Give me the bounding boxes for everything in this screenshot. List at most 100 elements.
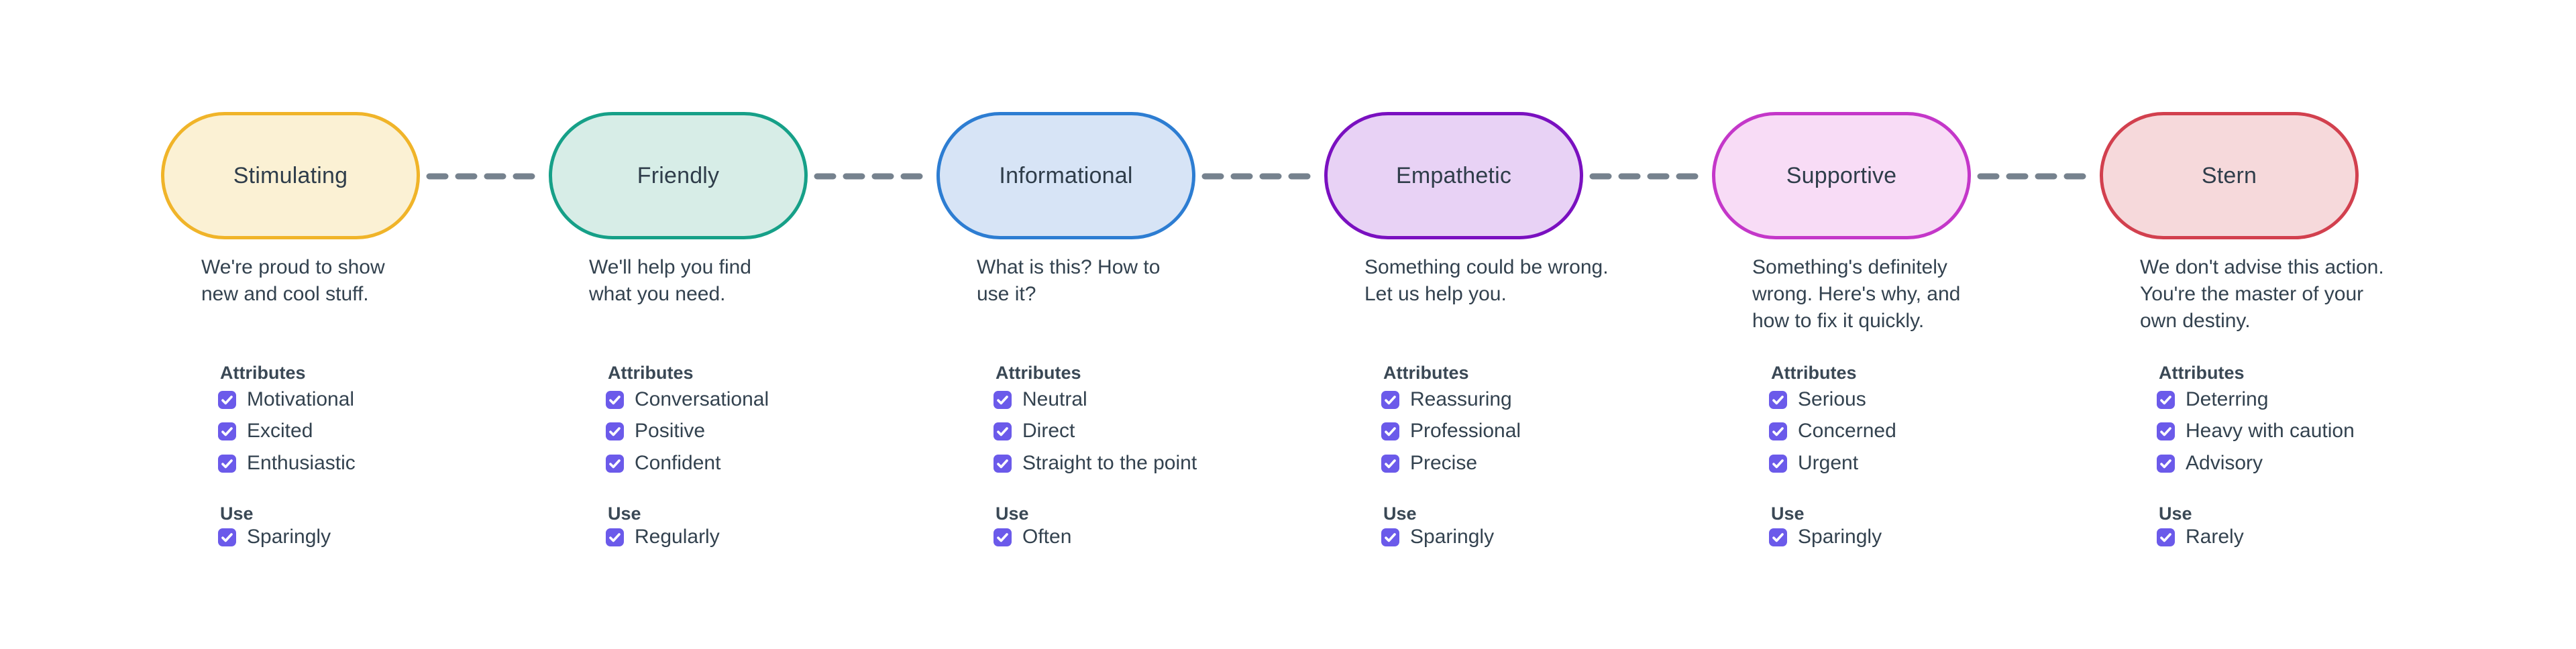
checkbox-checked-icon[interactable] (1381, 454, 1399, 473)
use-checkbox-row[interactable]: Rarely (2157, 526, 2244, 548)
attribute-label: Concerned (1798, 420, 1896, 442)
attribute-checkbox-row[interactable]: Reassuring (1381, 388, 1512, 411)
tone-column-supportive: Supportive Something's definitely wrong.… (1712, 112, 2100, 622)
attribute-checkbox-row[interactable]: Direct (994, 420, 1075, 442)
attribute-checkbox-row[interactable]: Deterring (2157, 388, 2268, 411)
attribute-label: Positive (635, 420, 706, 442)
attribute-checkbox-row[interactable]: Serious (1769, 388, 1866, 411)
checkbox-checked-icon[interactable] (218, 390, 236, 409)
use-label: Sparingly (1410, 526, 1495, 548)
attribute-label: Precise (1410, 452, 1478, 474)
node-description: What is this? How to use it? (977, 256, 1161, 305)
checkbox-checked-icon[interactable] (2157, 454, 2175, 473)
node-pill-stimulating: Stimulating (161, 112, 420, 239)
connector-dashed-line (426, 173, 543, 180)
attribute-checkbox-row[interactable]: Concerned (1769, 420, 1896, 442)
use-checkbox-row[interactable]: Regularly (606, 526, 720, 548)
attribute-label: Advisory (2186, 452, 2263, 474)
checkbox-checked-icon[interactable] (994, 454, 1012, 473)
checkbox-checked-icon[interactable] (1769, 528, 1787, 546)
attributes-header: Attributes (1383, 363, 1469, 383)
use-label: Rarely (2186, 526, 2244, 548)
checkbox-checked-icon[interactable] (2157, 422, 2175, 440)
tone-column-informational: Informational What is this? How to use i… (936, 112, 1324, 622)
node-title: Informational (999, 162, 1133, 188)
node-title: Supportive (1786, 162, 1897, 188)
attribute-checkbox-row[interactable]: Confident (606, 452, 720, 475)
use-label: Often (1022, 526, 1072, 548)
node-description: We'll help you find what you need. (589, 256, 751, 305)
checkbox-checked-icon[interactable] (1769, 454, 1787, 473)
attribute-checkbox-row[interactable]: Motivational (218, 388, 354, 411)
attribute-checkbox-row[interactable]: Professional (1381, 420, 1521, 442)
connector-dashed-line (814, 173, 930, 180)
use-label: Sparingly (247, 526, 331, 548)
checkbox-checked-icon[interactable] (218, 422, 236, 440)
checkbox-checked-icon[interactable] (218, 528, 236, 546)
use-header: Use (1771, 504, 1805, 524)
node-pill-supportive: Supportive (1712, 112, 1971, 239)
tone-column-friendly: Friendly We'll help you find what you ne… (549, 112, 936, 622)
attribute-checkbox-row[interactable]: Urgent (1769, 452, 1858, 475)
use-checkbox-row[interactable]: Sparingly (1769, 526, 1882, 548)
attribute-checkbox-row[interactable]: Neutral (994, 388, 1087, 411)
attribute-label: Motivational (247, 388, 355, 410)
node-pill-friendly: Friendly (549, 112, 808, 239)
use-header: Use (1383, 504, 1417, 524)
tone-column-stern: Stern We don't advise this action. You'r… (2100, 112, 2487, 622)
checkbox-checked-icon[interactable] (606, 454, 624, 473)
attribute-checkbox-row[interactable]: Conversational (606, 388, 769, 411)
node-pill-informational: Informational (936, 112, 1195, 239)
attributes-header: Attributes (1771, 363, 1857, 383)
use-checkbox-row[interactable]: Sparingly (1381, 526, 1494, 548)
attribute-label: Confident (635, 452, 721, 474)
checkbox-checked-icon[interactable] (606, 422, 624, 440)
attribute-label: Heavy with caution (2186, 420, 2355, 442)
checkbox-checked-icon[interactable] (606, 528, 624, 546)
checkbox-checked-icon[interactable] (606, 390, 624, 409)
checkbox-checked-icon[interactable] (1381, 390, 1399, 409)
node-description: Something's definitely wrong. Here's why… (1752, 256, 1961, 332)
attribute-label: Professional (1410, 420, 1521, 442)
node-description: We don't advise this action. You're the … (2140, 256, 2384, 332)
node-title: Stern (2201, 162, 2257, 188)
attribute-label: Direct (1022, 420, 1075, 442)
node-title: Empathetic (1395, 162, 1512, 188)
node-pill-empathetic: Empathetic (1324, 112, 1583, 239)
checkbox-checked-icon[interactable] (1381, 422, 1399, 440)
attribute-checkbox-row[interactable]: Straight to the point (994, 452, 1197, 475)
use-checkbox-row[interactable]: Sparingly (218, 526, 331, 548)
attribute-label: Urgent (1798, 452, 1859, 474)
checkbox-checked-icon[interactable] (1769, 422, 1787, 440)
attribute-label: Serious (1798, 388, 1866, 410)
checkbox-checked-icon[interactable] (2157, 528, 2175, 546)
attribute-label: Deterring (2186, 388, 2269, 410)
checkbox-checked-icon[interactable] (994, 422, 1012, 440)
attribute-checkbox-row[interactable]: Positive (606, 420, 705, 442)
connector-dashed-line (1589, 173, 1706, 180)
attribute-checkbox-row[interactable]: Excited (218, 420, 313, 442)
node-description: Something could be wrong. Let us help yo… (1364, 256, 1609, 305)
use-checkbox-row[interactable]: Often (994, 526, 1071, 548)
checkbox-checked-icon[interactable] (218, 454, 236, 473)
attribute-checkbox-row[interactable]: Advisory (2157, 452, 2263, 475)
checkbox-checked-icon[interactable] (994, 528, 1012, 546)
use-header: Use (2159, 504, 2192, 524)
attribute-label: Straight to the point (1022, 452, 1197, 474)
attribute-label: Neutral (1022, 388, 1087, 410)
attribute-checkbox-row[interactable]: Enthusiastic (218, 452, 356, 475)
checkbox-checked-icon[interactable] (1769, 390, 1787, 409)
attribute-checkbox-row[interactable]: Heavy with caution (2157, 420, 2355, 442)
use-label: Sparingly (1798, 526, 1882, 548)
attribute-label: Conversational (635, 388, 769, 410)
use-label: Regularly (635, 526, 720, 548)
checkbox-checked-icon[interactable] (1381, 528, 1399, 546)
use-header: Use (996, 504, 1029, 524)
checkbox-checked-icon[interactable] (994, 390, 1012, 409)
node-title: Friendly (637, 162, 720, 188)
attributes-header: Attributes (608, 363, 694, 383)
node-description: We're proud to show new and cool stuff. (201, 256, 385, 305)
attribute-checkbox-row[interactable]: Precise (1381, 452, 1477, 475)
checkbox-checked-icon[interactable] (2157, 390, 2175, 409)
